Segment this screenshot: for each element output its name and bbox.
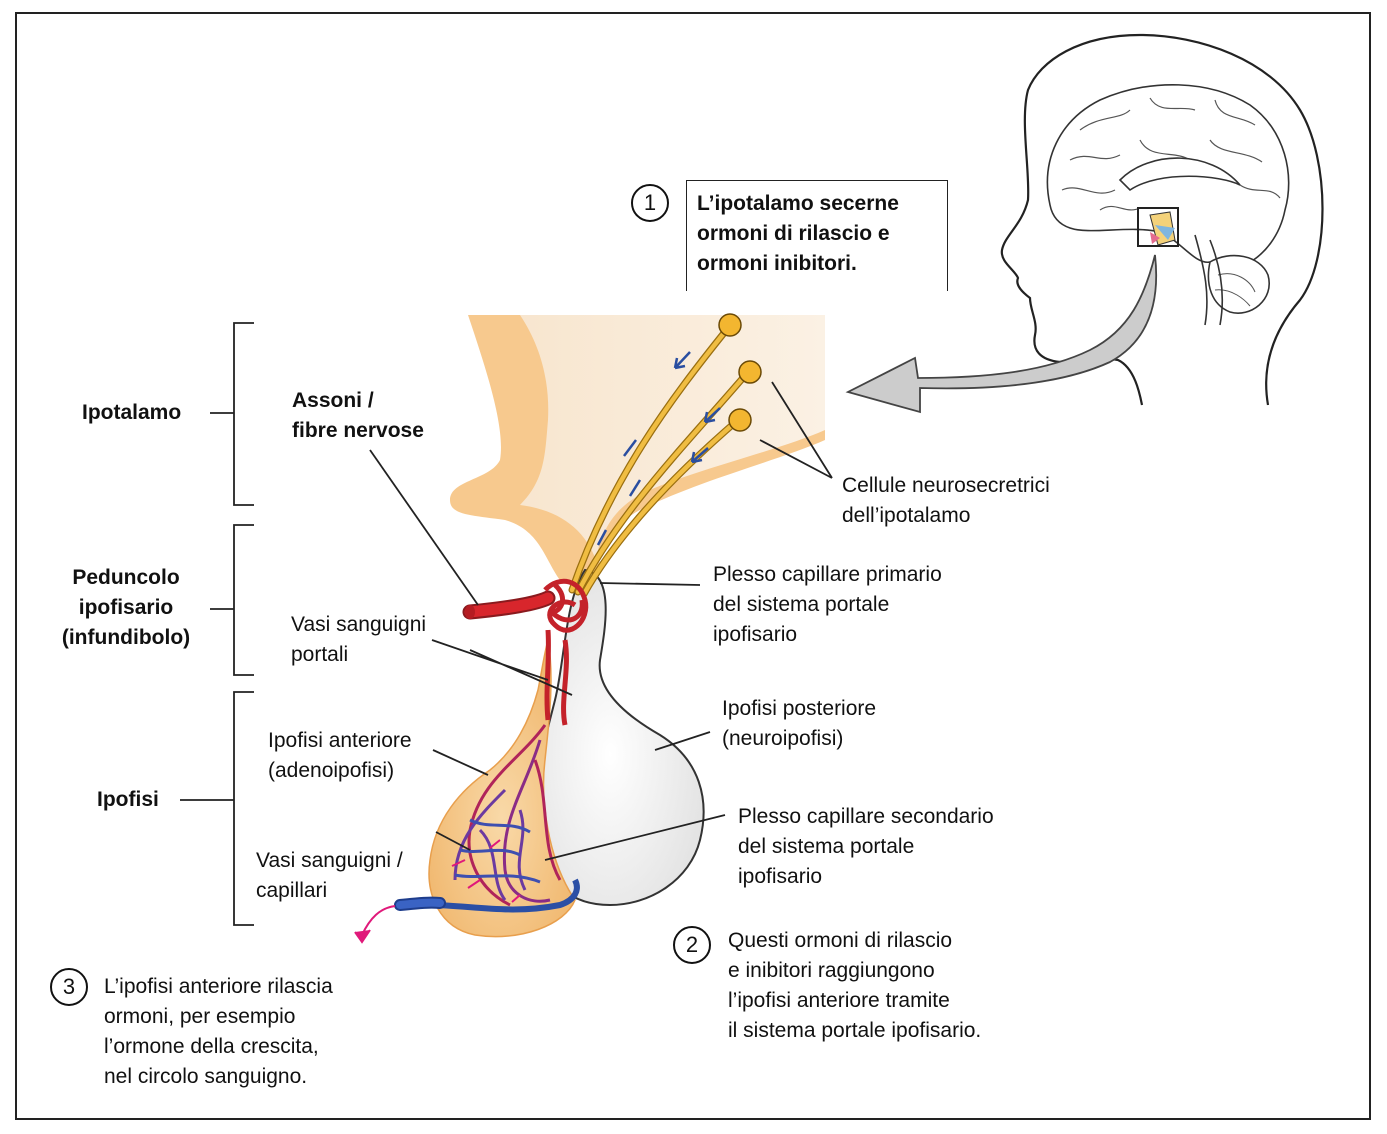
anterior-pituitary: [428, 639, 576, 938]
label-plesso-secondario: Plesso capillare secondario del sistema …: [738, 805, 994, 888]
step-3-number: 3: [50, 968, 88, 1006]
neurosecretory-cell-bodies: [718, 313, 762, 432]
label-ipofisi-posteriore: Ipofisi posteriore (neuroipofisi): [722, 697, 877, 750]
label-ipofisi: Ipofisi: [97, 788, 159, 811]
primary-capillary-plexus: [462, 578, 589, 726]
brain: [1046, 83, 1290, 326]
zoom-box: [1137, 207, 1179, 247]
axon-flow-arrows: [596, 351, 721, 546]
zoom-arrow: [845, 254, 1158, 414]
step-2-number: 2: [673, 926, 711, 964]
step-1-text: L’ipotalamo secerne ormoni di rilascio e…: [697, 192, 899, 275]
label-vasi-capillari: Vasi sanguigni / capillari: [256, 849, 403, 902]
secondary-capillary-plexus: [394, 724, 580, 913]
diagram-frame: [15, 12, 1371, 1120]
region-brackets: [180, 322, 254, 926]
label-vasi-portali: Vasi sanguigni portali: [291, 613, 427, 666]
label-ipofisi-anteriore: Ipofisi anteriore (adenoipofisi): [268, 729, 412, 782]
step-1-box: [686, 180, 948, 291]
axons: [568, 324, 752, 598]
step-2-text: Questi ormoni di rilascio e inibitori ra…: [728, 929, 982, 1042]
step-3-text: L’ipofisi anteriore rilascia ormoni, per…: [104, 975, 333, 1088]
label-assoni: Assoni / fibre nervose: [292, 389, 424, 442]
hormone-flow-arrows: [354, 839, 521, 944]
label-peduncolo: Peduncolo ipofisario (infundibolo): [61, 566, 191, 649]
leader-lines: [369, 381, 833, 861]
head-profile: [1000, 33, 1324, 406]
label-plesso-primario: Plesso capillare primario del sistema po…: [713, 563, 942, 646]
step-1-number: 1: [631, 184, 669, 222]
label-ipotalamo: Ipotalamo: [82, 401, 182, 424]
label-cellule-neurosecretrici: Cellule neurosecretrici dell’ipotalamo: [842, 474, 1050, 527]
posterior-pituitary: [533, 568, 705, 907]
